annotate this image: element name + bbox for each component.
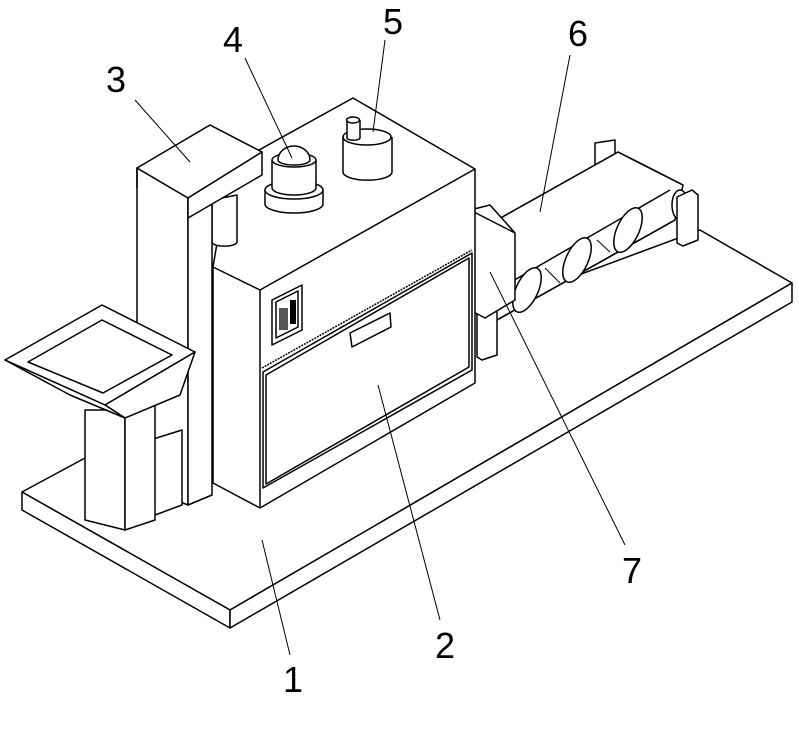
label-5: 5 [383, 1, 404, 42]
label-1: 1 [283, 659, 304, 700]
feed-tank [342, 116, 393, 181]
motor-unit [264, 145, 324, 214]
control-panel [271, 284, 303, 346]
hopper [4, 304, 196, 531]
drive-housing [469, 204, 516, 319]
label-7: 7 [622, 550, 643, 591]
door-handle [349, 312, 392, 348]
label-2: 2 [435, 625, 456, 666]
label-4: 4 [223, 19, 244, 60]
label-3: 3 [106, 59, 127, 100]
conveyor [476, 139, 699, 361]
leader-lines [134, 39, 626, 656]
label-6: 6 [568, 13, 589, 54]
